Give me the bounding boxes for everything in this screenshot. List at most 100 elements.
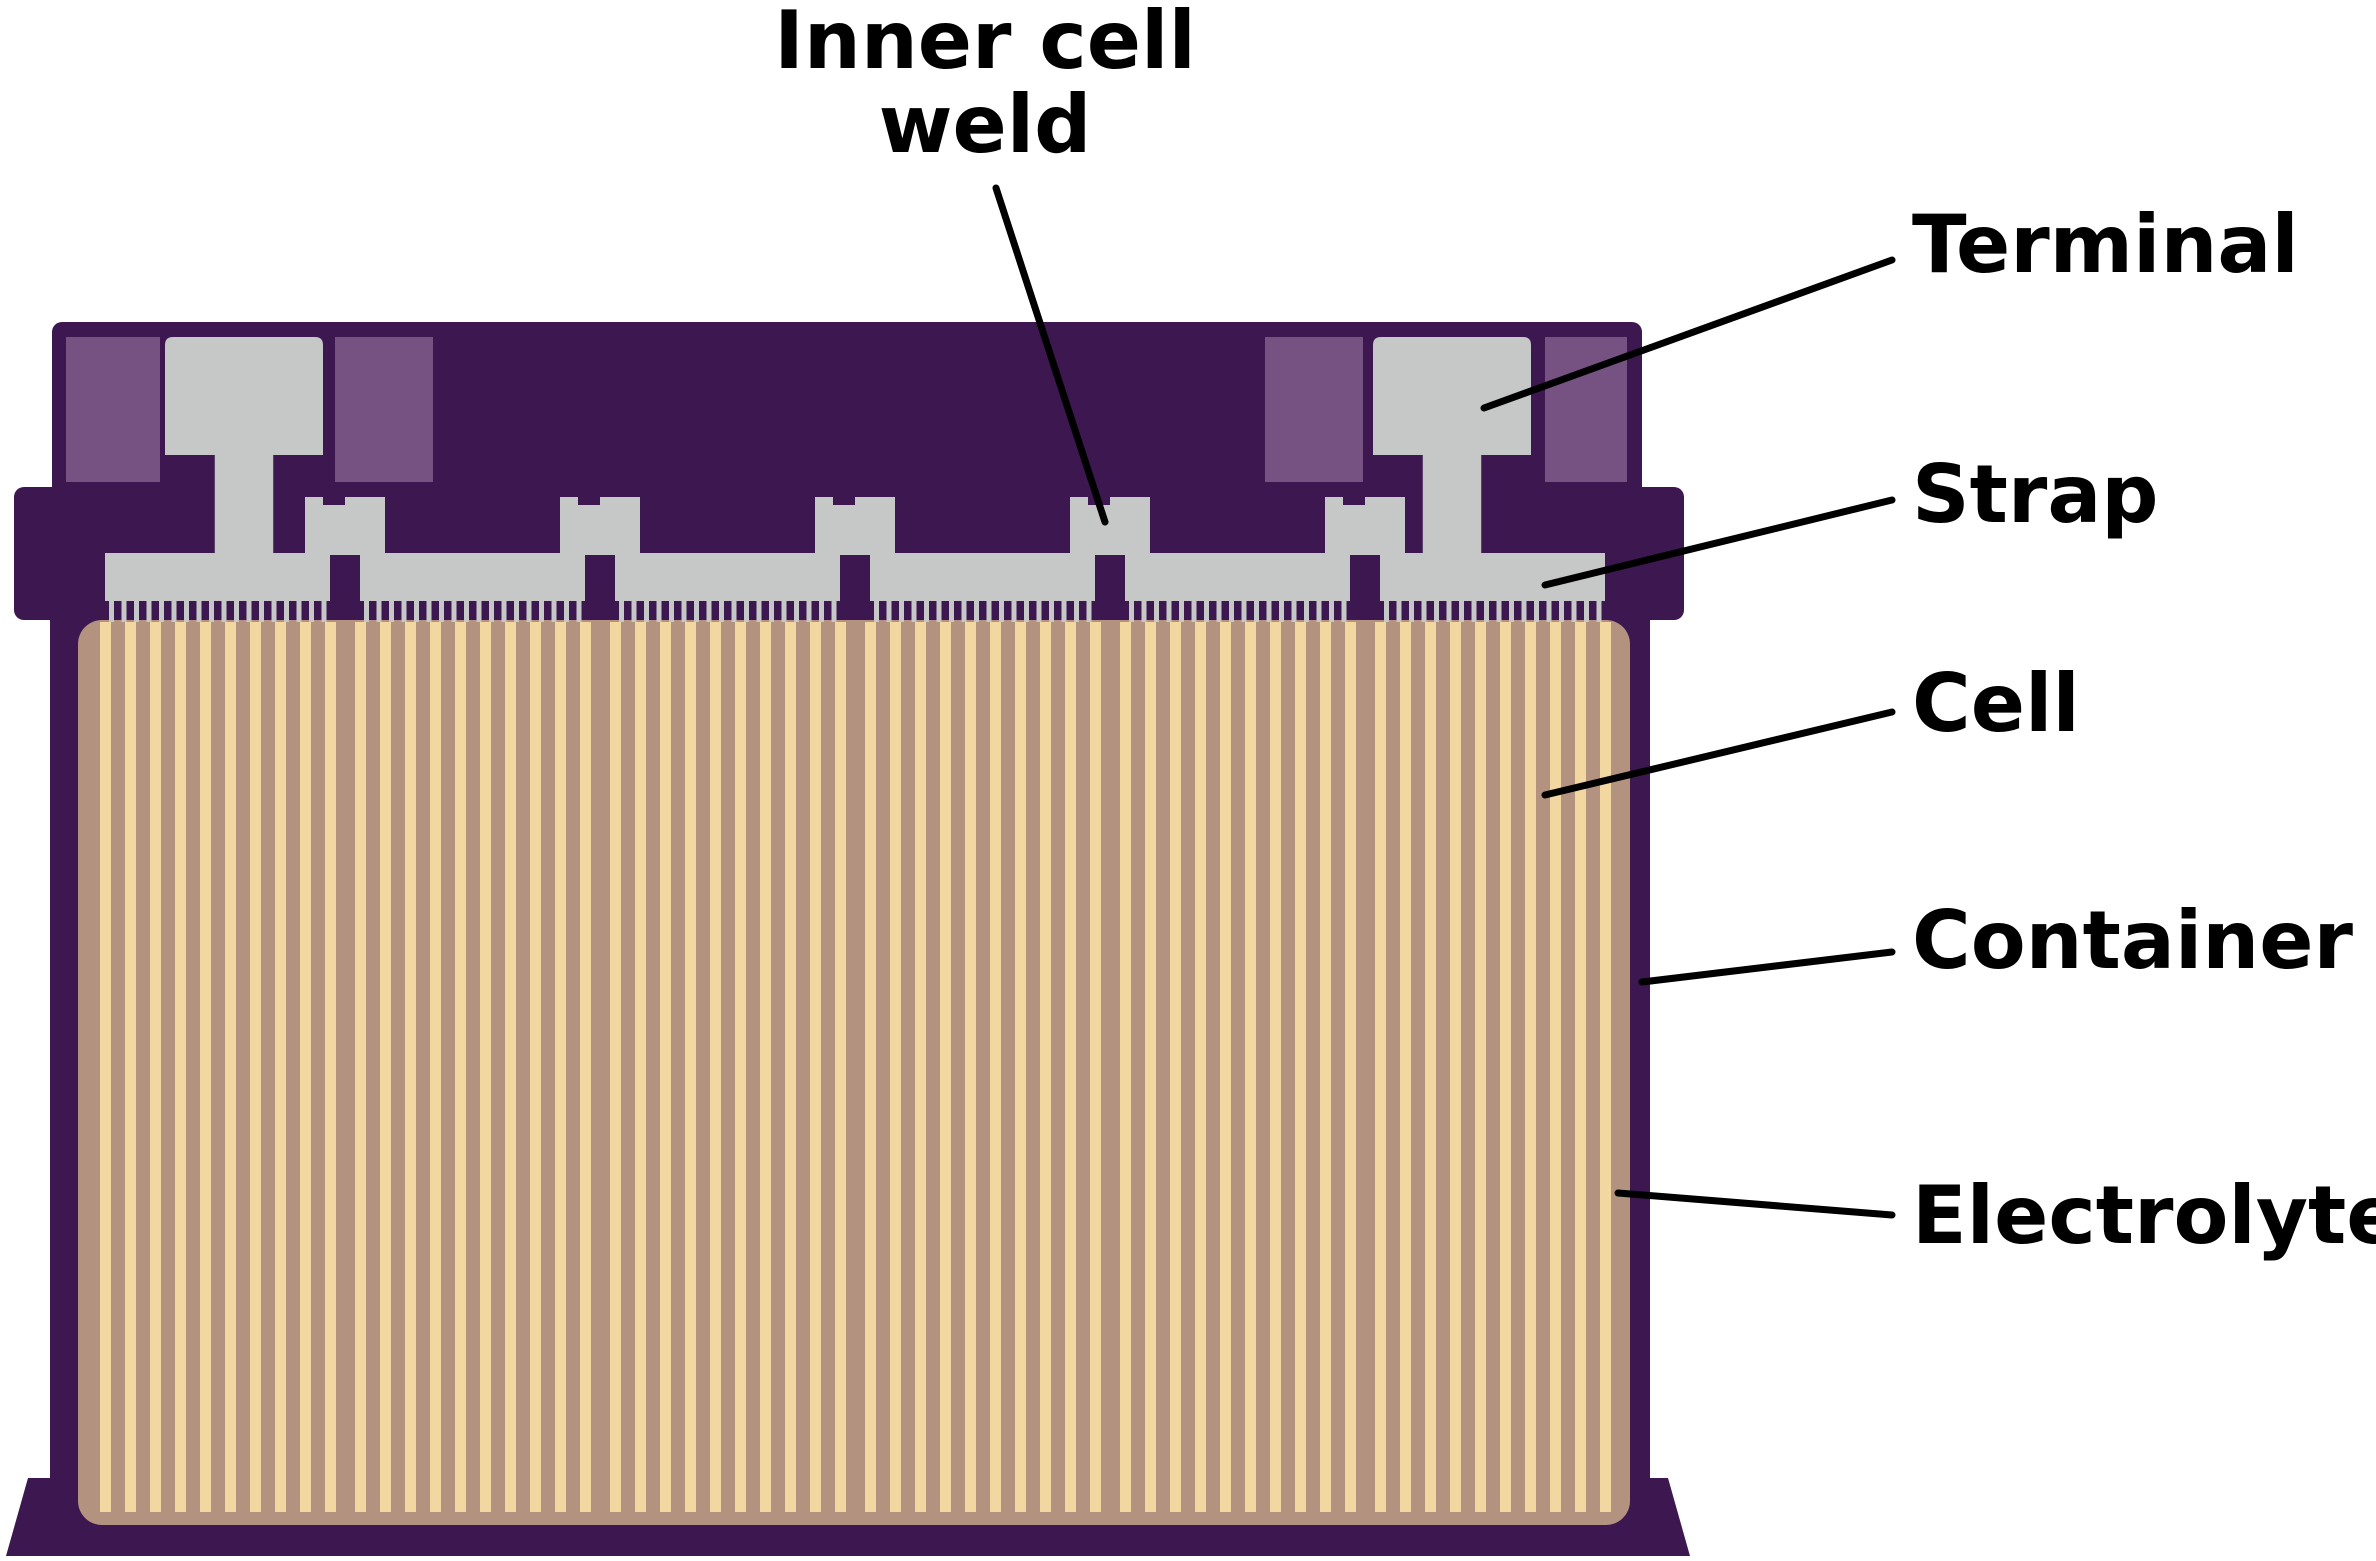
plate-tab (644, 600, 649, 622)
cell-plate (1575, 622, 1586, 1512)
leader-cell (1541, 708, 1896, 799)
cell-plate (760, 622, 771, 1512)
plate-tab (1534, 600, 1539, 622)
plate-tab (259, 600, 264, 622)
inner-cell-weld (1325, 497, 1405, 555)
strap-bar (105, 553, 330, 601)
terminals (165, 337, 1531, 555)
plate-tab (414, 600, 419, 622)
cell-plate (1245, 622, 1256, 1512)
cell-plate (1145, 622, 1156, 1512)
cell-plate (1170, 622, 1181, 1512)
plate-tab (1049, 600, 1054, 622)
cell-plate (1195, 622, 1206, 1512)
plate-tab (986, 600, 992, 622)
plate-tab (1024, 600, 1029, 622)
cell-plate (1400, 622, 1411, 1512)
leader-lines (992, 184, 1896, 1219)
cell-plate (1600, 622, 1611, 1512)
label-container: Container (1912, 894, 2353, 987)
cell-plate (785, 622, 796, 1512)
inner-cell-weld (1070, 497, 1150, 555)
cell-plate (1295, 622, 1306, 1512)
cell-plate (275, 622, 286, 1512)
plate-tab (1036, 600, 1042, 622)
plate-tab (769, 600, 774, 622)
plate-tab (1011, 600, 1017, 622)
cell-plate (1475, 622, 1486, 1512)
plate-tab (551, 600, 557, 622)
plate-tab (401, 600, 407, 622)
cell-plate (890, 622, 901, 1512)
plate-tab (234, 600, 239, 622)
plate-tab (936, 600, 942, 622)
plate-tab (886, 600, 892, 622)
plate-tab (1584, 600, 1589, 622)
plate-tab (681, 600, 687, 622)
plate-tab (706, 600, 712, 622)
cell-plate (810, 622, 821, 1512)
plate-tab (439, 600, 444, 622)
plate-tab (781, 600, 787, 622)
plate-tab (1061, 600, 1067, 622)
plate-tab (619, 600, 624, 622)
straps (105, 497, 1605, 601)
plate-tab (1546, 600, 1552, 622)
cell-plate (610, 622, 621, 1512)
terminal-recess (335, 337, 433, 482)
plate-tab (744, 600, 749, 622)
plate-tab (451, 600, 457, 622)
terminal-recess (66, 337, 160, 482)
strap-bar (870, 553, 1095, 601)
cell-plate (430, 622, 441, 1512)
strap-bar (615, 553, 840, 601)
plate-tab (719, 600, 724, 622)
cell-plate (405, 622, 416, 1512)
label-inner-cell-weld-line2: weld (879, 78, 1092, 171)
plate-tab (271, 600, 277, 622)
plate-tab (1154, 600, 1159, 622)
plate-tab (1074, 600, 1079, 622)
cell-plate (250, 622, 261, 1512)
plate-tab (1484, 600, 1489, 622)
plate-tab (1559, 600, 1564, 622)
label-cell: Cell (1912, 657, 2080, 750)
terminal-recess (1265, 337, 1363, 482)
plate-tab (389, 600, 394, 622)
cell-plate (1425, 622, 1436, 1512)
leader-inner-cell-weld (992, 184, 1109, 526)
plate-tab (196, 600, 202, 622)
label-strap: Strap (1912, 448, 2159, 541)
plate-tab (1191, 600, 1197, 622)
label-inner-cell-weld-line1: Inner cell (774, 0, 1196, 87)
plate-tab (1254, 600, 1259, 622)
plate-tab (806, 600, 812, 622)
label-electrolyte: Electrolyte (1912, 1169, 2376, 1262)
cell-plate (660, 622, 671, 1512)
plate-tab (1166, 600, 1172, 622)
plate-tab (1384, 600, 1389, 622)
cell-plate (325, 622, 336, 1512)
strap-bar (1125, 553, 1350, 601)
plate-tab (489, 600, 494, 622)
cell-plates (100, 622, 1611, 1512)
plate-tab (794, 600, 799, 622)
plate-tab (1509, 600, 1514, 622)
plate-tab (376, 600, 382, 622)
cell-plate (685, 622, 696, 1512)
leader-terminal (1480, 256, 1896, 412)
plate-tab (209, 600, 214, 622)
cell-plate (380, 622, 391, 1512)
plate-tab (899, 600, 904, 622)
leader-container (1638, 948, 1896, 986)
plate-tab (874, 600, 879, 622)
plate-tab (1471, 600, 1477, 622)
cell-plate (1015, 622, 1026, 1512)
cell-plate (1090, 622, 1101, 1512)
plate-tab (974, 600, 979, 622)
plate-tab (1434, 600, 1439, 622)
plate-tab (819, 600, 824, 622)
plate-tab (656, 600, 662, 622)
plate-tab (1571, 600, 1577, 622)
plate-tab (924, 600, 929, 622)
